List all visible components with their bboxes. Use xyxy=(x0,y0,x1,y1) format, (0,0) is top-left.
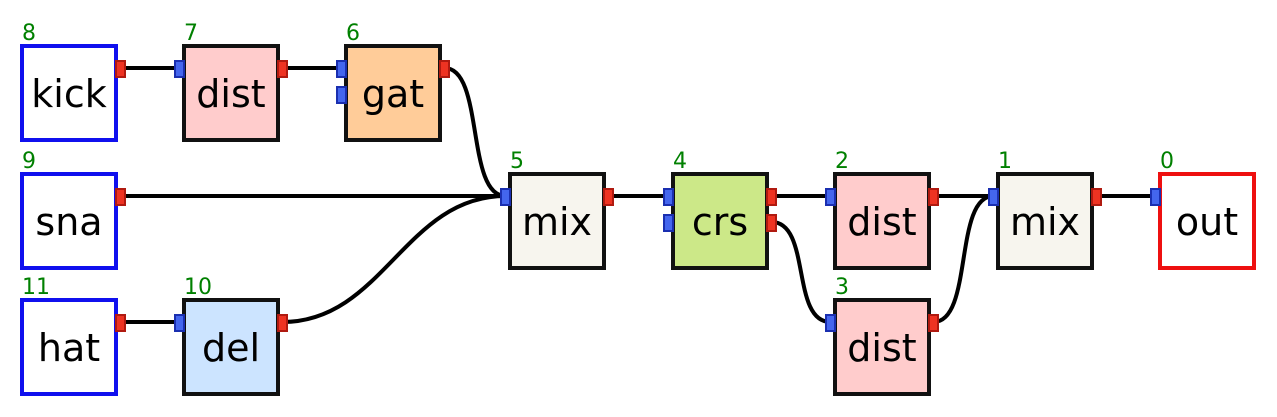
input-port-0[interactable] xyxy=(825,188,836,206)
node-7-dist[interactable]: dist 7 xyxy=(174,21,288,142)
node-id: 1 xyxy=(998,149,1012,174)
node-label: dist xyxy=(196,72,265,116)
node-id: 9 xyxy=(22,149,36,174)
output-port-0[interactable] xyxy=(603,188,614,206)
node-label: crs xyxy=(692,200,748,244)
node-id: 5 xyxy=(510,149,524,174)
node-box xyxy=(996,172,1094,270)
node-id: 2 xyxy=(835,149,849,174)
output-port-0[interactable] xyxy=(115,60,126,78)
node-8-kick[interactable]: kick 8 xyxy=(20,21,126,142)
node-6-gat[interactable]: gat 6 xyxy=(336,21,450,142)
node-2-dist[interactable]: dist 2 xyxy=(825,149,939,270)
node-box xyxy=(20,44,118,142)
node-id: 10 xyxy=(184,275,212,300)
node-box xyxy=(1158,172,1256,270)
node-label: gat xyxy=(362,72,424,116)
node-label: mix xyxy=(1010,200,1080,244)
input-port-0[interactable] xyxy=(500,188,511,206)
node-box xyxy=(344,44,442,142)
output-port-0[interactable] xyxy=(277,314,288,332)
output-port-0[interactable] xyxy=(115,188,126,206)
node-label: kick xyxy=(31,72,106,116)
input-port-0[interactable] xyxy=(663,188,674,206)
output-port-0[interactable] xyxy=(766,188,777,206)
wire-4-to-3 xyxy=(771,220,831,324)
node-box xyxy=(182,44,280,142)
node-10-del[interactable]: del 10 xyxy=(174,275,288,396)
input-port-0[interactable] xyxy=(336,60,347,78)
node-box xyxy=(20,172,118,270)
wire-6-to-5 xyxy=(444,66,506,198)
node-label: del xyxy=(202,326,260,370)
node-id: 8 xyxy=(22,21,36,46)
node-3-dist[interactable]: dist 3 xyxy=(825,275,939,396)
output-port-0[interactable] xyxy=(928,188,939,206)
nodes-layer: kick 8 dist 7 gat 6 sna 9 mix 5 crs 4 dist 2 mix 1 out 0 h… xyxy=(20,21,1256,396)
node-label: mix xyxy=(522,200,592,244)
node-label: out xyxy=(1176,200,1238,244)
input-port-1[interactable] xyxy=(336,86,347,104)
node-id: 11 xyxy=(22,275,50,300)
input-port-0[interactable] xyxy=(1150,188,1161,206)
output-port-0[interactable] xyxy=(1091,188,1102,206)
wire-10-to-5 xyxy=(282,194,506,324)
node-id: 7 xyxy=(184,21,198,46)
node-9-sna[interactable]: sna 9 xyxy=(20,149,126,270)
node-4-crs[interactable]: crs 4 xyxy=(663,149,777,270)
output-port-0[interactable] xyxy=(277,60,288,78)
output-port-0[interactable] xyxy=(928,314,939,332)
node-1-mix[interactable]: mix 1 xyxy=(988,149,1102,270)
node-box xyxy=(833,298,931,396)
input-port-0[interactable] xyxy=(174,60,185,78)
input-port-1[interactable] xyxy=(663,214,674,232)
node-box xyxy=(182,298,280,396)
input-port-0[interactable] xyxy=(825,314,836,332)
output-port-1[interactable] xyxy=(766,214,777,232)
node-label: dist xyxy=(847,200,916,244)
node-box xyxy=(508,172,606,270)
wire-3-to-1 xyxy=(933,194,994,324)
node-label: dist xyxy=(847,326,916,370)
node-0-out[interactable]: out 0 xyxy=(1150,149,1256,270)
node-box xyxy=(20,298,118,396)
node-id: 4 xyxy=(673,149,687,174)
input-port-0[interactable] xyxy=(988,188,999,206)
node-box xyxy=(833,172,931,270)
node-label: hat xyxy=(38,326,100,370)
node-label: sna xyxy=(35,200,102,244)
node-11-hat[interactable]: hat 11 xyxy=(20,275,126,396)
wires-layer xyxy=(120,66,1156,324)
node-5-mix[interactable]: mix 5 xyxy=(500,149,614,270)
node-id: 3 xyxy=(835,275,849,300)
node-id: 0 xyxy=(1160,149,1174,174)
input-port-0[interactable] xyxy=(174,314,185,332)
output-port-0[interactable] xyxy=(115,314,126,332)
output-port-0[interactable] xyxy=(439,60,450,78)
node-id: 6 xyxy=(346,21,360,46)
